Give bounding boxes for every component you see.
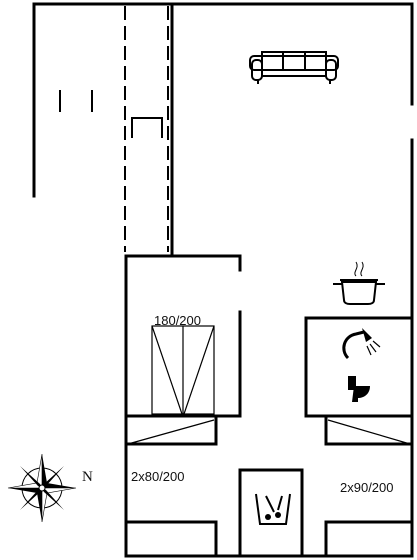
bedroom-double: 180/200 — [124, 310, 242, 418]
bedroom-bunk-right: 2x90/200 — [324, 416, 414, 558]
house-walls — [124, 2, 414, 558]
toilet-icon — [348, 376, 370, 402]
bathroom — [304, 316, 414, 418]
compass-north-label: N — [82, 469, 93, 485]
shower-icon — [342, 328, 381, 360]
bunk-right-label: 2x90/200 — [340, 480, 394, 495]
bedroom-bunk-left: 2x80/200 — [124, 416, 218, 558]
sofa-icon — [249, 51, 339, 84]
double-bed-label: 180/200 — [154, 313, 201, 328]
cooking-pot-icon — [333, 261, 385, 305]
washing-machine-icon — [255, 493, 291, 525]
compass-rose-icon — [7, 453, 77, 523]
terrace — [32, 2, 174, 252]
bunk-left-label: 2x80/200 — [131, 469, 185, 484]
utility-closet — [238, 468, 304, 558]
